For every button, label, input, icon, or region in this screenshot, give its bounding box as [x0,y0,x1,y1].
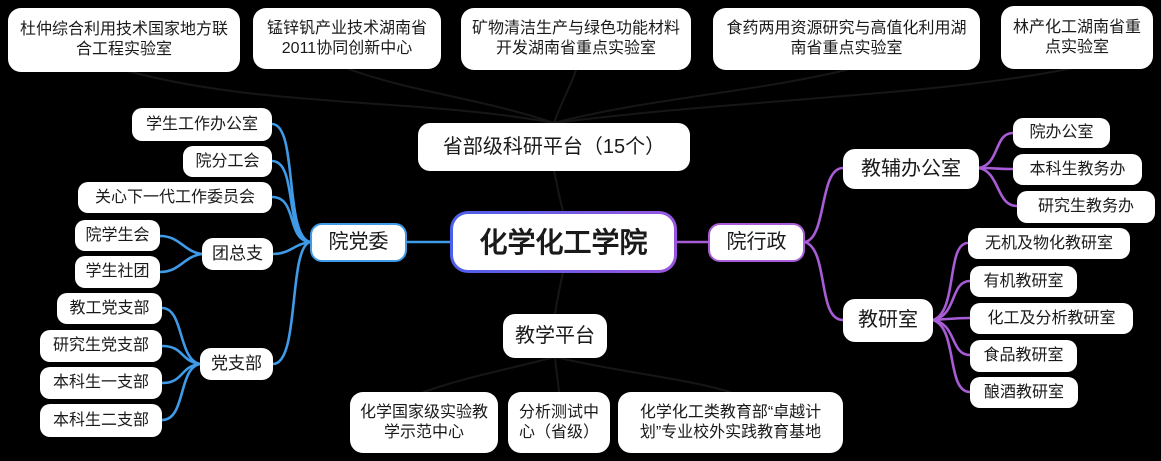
edge-research-lab3 [553,69,577,124]
node-chemeng-section[interactable]: 化工及分析教研室 [970,303,1133,334]
node-administration[interactable]: 院行政 [708,223,805,262]
node-nextgen-committee[interactable]: 关心下一代工作委员会 [78,182,272,213]
edge-branch-grad [160,344,202,366]
edge-party-branches [271,240,312,366]
node-party-branches[interactable]: 党支部 [200,348,273,380]
node-inorganic-section[interactable]: 无机及物化教研室 [968,228,1130,259]
node-forest-lab[interactable]: 林产化工湖南省重点实验室 [1001,6,1153,69]
edge-teaching-center3 [554,356,731,393]
edge-branch-ug2 [160,362,202,422]
node-support-offices[interactable]: 教辅办公室 [843,149,979,189]
edge-research-lab2 [345,67,555,124]
edge-admin-sections [803,240,845,322]
edge-support-office [977,131,1015,170]
node-foodmed-lab[interactable]: 食药两用资源研究与高值化利用湖南省重点实验室 [713,8,980,70]
node-grad-branch[interactable]: 研究生党支部 [40,330,162,362]
node-student-work-office[interactable]: 学生工作办公室 [132,108,272,141]
node-mnznv-center[interactable]: 锰锌钒产业技术湖南省2011协同创新中心 [253,8,441,69]
node-party-committee[interactable]: 院党委 [310,223,407,262]
right-branch-lines [675,131,1019,394]
edge-root-research-platforms [553,169,564,212]
edge-section-brewing [931,318,972,394]
node-undergrad-branch-2[interactable]: 本科生二支部 [40,404,162,437]
edge-research-lab4 [553,69,847,124]
node-national-demo-center[interactable]: 化学国家级实验教学示范中心 [350,392,498,453]
hidden-branch-lines [123,66,1078,393]
edge-party-student-office [270,122,312,244]
edge-research-lab1 [123,69,555,124]
node-undergrad-branch-1[interactable]: 本科生一支部 [40,367,162,399]
node-analysis-center[interactable]: 分析测试中心（省级） [508,392,610,453]
node-teaching-sections[interactable]: 教研室 [843,299,933,342]
node-union[interactable]: 院分工会 [183,146,272,177]
node-youth-league[interactable]: 团总支 [202,238,273,270]
edge-section-organic [931,279,972,322]
edge-support-grad [977,166,1019,208]
node-brewing-section[interactable]: 酿酒教研室 [970,377,1078,408]
edge-teaching-center1 [423,356,556,393]
edge-party-union [270,159,312,244]
node-college-office[interactable]: 院办公室 [1013,118,1110,148]
left-branch-lines [158,122,452,422]
edge-section-inorganic [931,241,970,322]
node-duzhong-lab[interactable]: 杜仲综合利用技术国家地方联合工程实验室 [8,8,240,72]
edge-branch-faculty [160,306,202,366]
node-mineral-lab[interactable]: 矿物清洁生产与绿色功能材料开发湖南省重点实验室 [461,8,691,70]
node-excellence-base[interactable]: 化学化工类教育部“卓越计划”专业校外实践教育基地 [618,392,843,453]
node-organic-section[interactable]: 有机教研室 [970,266,1077,297]
node-undergrad-affairs[interactable]: 本科生教务办 [1013,154,1142,185]
edge-root-teaching-platforms [554,271,564,315]
edge-youth-clubs [158,252,204,274]
node-research-platforms[interactable]: 省部级科研平台（15个） [418,123,690,171]
edge-research-lab5 [553,66,1078,124]
edge-teaching-center2 [554,356,560,393]
node-faculty-branch[interactable]: 教工党支部 [57,293,162,324]
node-teaching-platforms[interactable]: 教学平台 [503,314,607,358]
node-food-section[interactable]: 食品教研室 [970,340,1077,372]
edge-youth-student-assoc [158,234,204,256]
node-student-association[interactable]: 院学生会 [75,220,160,251]
node-student-clubs[interactable]: 学生社团 [75,256,160,288]
edge-party-nextgen [270,195,312,244]
node-grad-affairs[interactable]: 研究生教务办 [1017,191,1155,223]
node-root-college[interactable]: 化学化工学院 [450,211,677,273]
edge-section-food [931,318,972,357]
edge-admin-support [803,166,845,244]
